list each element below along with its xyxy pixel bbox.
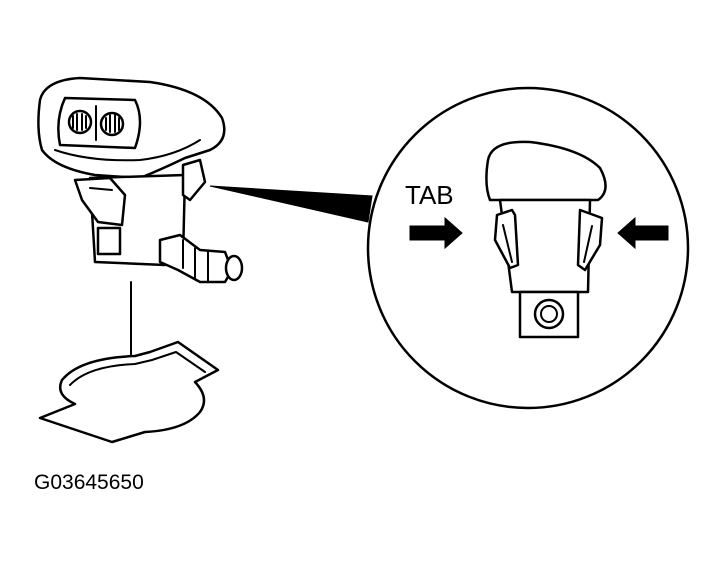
jet-left-icon (67, 109, 93, 135)
jet-right-icon (99, 111, 125, 137)
arrow-left-icon (617, 216, 669, 250)
arrow-right-icon (409, 216, 463, 250)
figure-code: G03645650 (34, 471, 144, 494)
callout-pointer (209, 185, 373, 223)
mounting-hole (38, 340, 220, 444)
tab-label: TAB (405, 180, 454, 210)
outlet-port-icon (533, 298, 565, 330)
washer-nozzle (37, 76, 244, 416)
detail-view: TAB (366, 86, 690, 410)
